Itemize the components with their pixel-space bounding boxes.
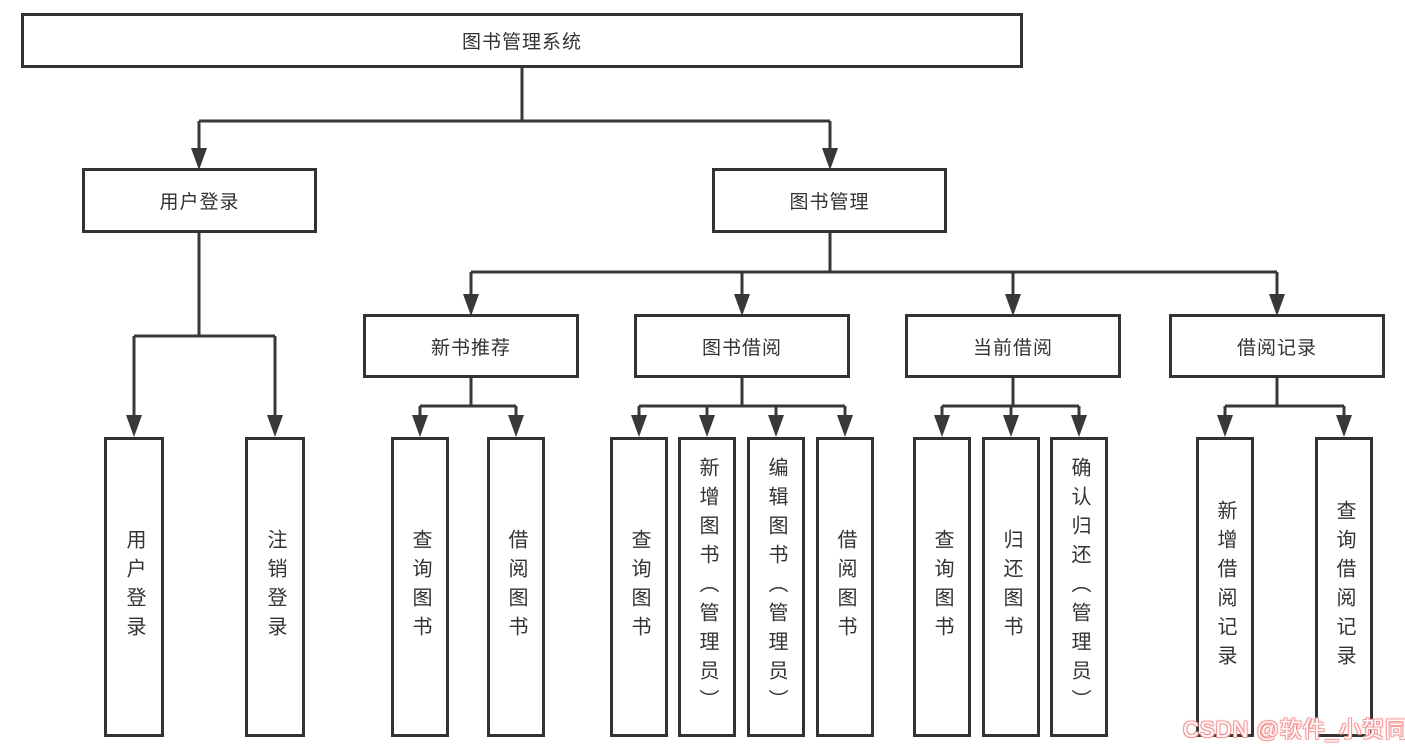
node-book-borrowing: 图书借阅 bbox=[634, 314, 850, 378]
leaf-label: 确认归还（管理员） bbox=[1068, 456, 1090, 718]
node-label: 图书管理 bbox=[789, 192, 870, 213]
leaf-label: 借阅图书 bbox=[505, 529, 527, 645]
leaf-user-login: 用户登录 bbox=[104, 437, 164, 737]
leaf-borrow-books-borrow: 借阅图书 bbox=[816, 437, 874, 737]
node-label: 新书推荐 bbox=[430, 337, 511, 359]
leaf-confirm-return-admin: 确认归还（管理员） bbox=[1050, 437, 1108, 737]
csdn-watermark: CSDN @软件_小贺同学 bbox=[1183, 717, 1405, 742]
connector-paths bbox=[132, 68, 1346, 419]
arrowheads bbox=[126, 148, 1352, 437]
leaf-label: 查询图书 bbox=[628, 529, 650, 645]
node-label: 当前借阅 bbox=[972, 337, 1053, 359]
leaf-label: 新增图书（管理员） bbox=[696, 456, 718, 718]
leaf-label: 新增借阅记录 bbox=[1214, 500, 1236, 674]
leaf-label: 编辑图书（管理员） bbox=[765, 456, 787, 718]
leaf-logout: 注销登录 bbox=[245, 437, 305, 737]
leaf-label: 用户登录 bbox=[123, 529, 145, 645]
node-user-login: 用户登录 bbox=[82, 168, 317, 233]
leaf-edit-book-admin: 编辑图书（管理员） bbox=[747, 437, 805, 737]
node-book-management: 图书管理 bbox=[712, 168, 947, 233]
node-borrowing-records: 借阅记录 bbox=[1169, 314, 1385, 378]
leaf-label: 查询图书 bbox=[409, 529, 431, 645]
leaf-borrow-books-recommend: 借阅图书 bbox=[487, 437, 545, 737]
leaf-label: 归还图书 bbox=[1000, 529, 1022, 645]
leaf-query-books-borrow: 查询图书 bbox=[610, 437, 668, 737]
leaf-add-borrow-record: 新增借阅记录 bbox=[1196, 437, 1254, 737]
leaf-query-books-recommend: 查询图书 bbox=[391, 437, 449, 737]
leaf-label: 查询借阅记录 bbox=[1333, 500, 1355, 674]
node-library-management-system: 图书管理系统 bbox=[21, 13, 1023, 68]
leaf-query-borrow-record: 查询借阅记录 bbox=[1315, 437, 1373, 737]
node-label: 图书借阅 bbox=[701, 337, 782, 359]
leaf-label: 查询图书 bbox=[931, 529, 953, 645]
leaf-label: 注销登录 bbox=[264, 529, 286, 645]
leaf-return-books: 归还图书 bbox=[982, 437, 1040, 737]
leaf-add-book-admin: 新增图书（管理员） bbox=[678, 437, 736, 737]
node-label: 图书管理系统 bbox=[461, 32, 582, 53]
leaf-query-books-current: 查询图书 bbox=[913, 437, 971, 737]
leaf-label: 借阅图书 bbox=[834, 529, 856, 645]
node-new-book-recommendation: 新书推荐 bbox=[363, 314, 579, 378]
node-label: 用户登录 bbox=[159, 192, 240, 213]
node-current-borrowing: 当前借阅 bbox=[905, 314, 1121, 378]
node-label: 借阅记录 bbox=[1236, 337, 1317, 359]
